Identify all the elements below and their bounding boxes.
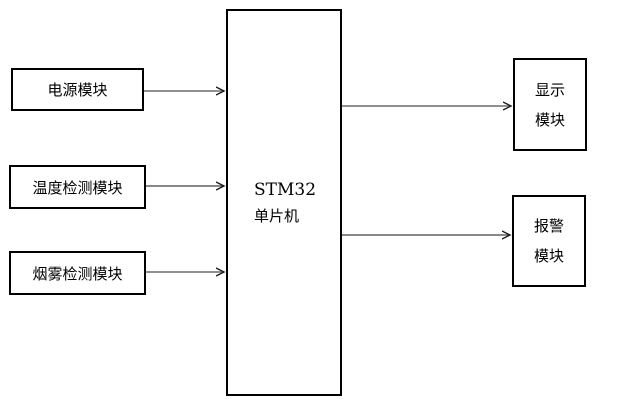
power-module-label: 电源模块 bbox=[47, 81, 108, 99]
display-module-box: 显示 模块 bbox=[513, 58, 587, 151]
display-module-label-line1: 显示 bbox=[534, 80, 565, 99]
display-module-label-line2: 模块 bbox=[534, 110, 565, 129]
alarm-module-label-line1: 报警 bbox=[533, 217, 564, 235]
temperature-module-box: 温度检测模块 bbox=[9, 165, 146, 209]
smoke-module-box: 烟雾检测模块 bbox=[9, 251, 146, 295]
stm32-mcu-box: STM32 单片机 bbox=[226, 9, 342, 396]
smoke-module-label: 烟雾检测模块 bbox=[32, 264, 123, 283]
alarm-module-box: 报警 模块 bbox=[512, 195, 586, 287]
power-module-box: 电源模块 bbox=[11, 68, 144, 111]
temperature-module-label: 温度检测模块 bbox=[32, 178, 123, 197]
stm32-mcu-label-line1: STM32 bbox=[254, 179, 317, 200]
stm32-mcu-label-line2: 单片机 bbox=[254, 206, 300, 225]
alarm-module-label-line2: 模块 bbox=[533, 247, 564, 265]
